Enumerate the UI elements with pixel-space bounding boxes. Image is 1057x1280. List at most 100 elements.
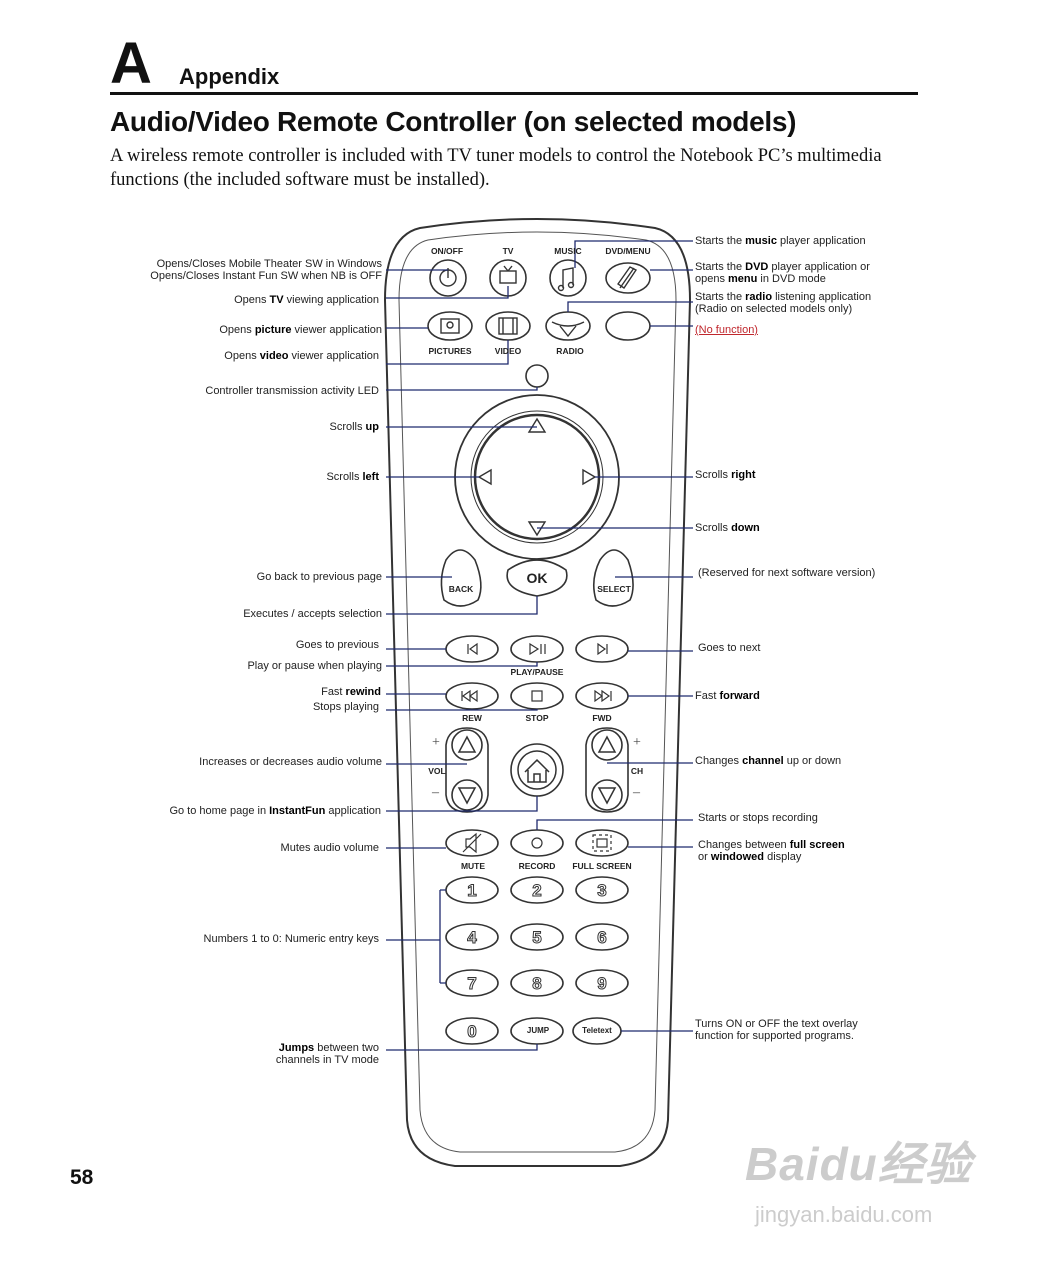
annot-teletext-1: Turns ON or OFF the text overlay [695,1018,858,1030]
num-9-glyph: 9 [597,974,606,993]
annot-right: Scrolls right [695,469,756,481]
annot-play: Play or pause when playing [247,660,382,672]
annot-video: Opens video viewer application [224,350,379,362]
annot-numbers: Numbers 1 to 0: Numeric entry keys [203,933,379,945]
annot-teletext-2: function for supported programs. [695,1030,854,1042]
vol-down-button [451,779,483,811]
annot-left: Scrolls left [326,471,379,483]
annot-rew: Fast rewind [321,686,381,698]
watermark-brand: Baidu经验 [745,1138,972,1190]
record-label: RECORD [518,861,556,871]
annot-select: (Reserved for next software version) [698,567,876,579]
num-1-glyph: 1 [467,881,476,900]
ch-down-button [591,779,623,811]
annot-dvd-2: opens menu in DVD mode [695,273,826,285]
num-2-glyph: 2 [532,881,541,900]
vol-minus-sign: – [432,785,439,800]
annot-onoff-2: Opens/Closes Instant Fun SW when NB is O… [150,270,382,282]
back-button [440,549,482,607]
activity-led [525,364,549,388]
annot-onoff-1: Opens/Closes Mobile Theater SW in Window… [156,258,382,270]
page-title: Audio/Video Remote Controller (on select… [110,106,797,137]
annot-up: Scrolls up [329,421,379,433]
onoff-label: ON/OFF [430,246,464,256]
annot-tv: Opens TV viewing application [234,294,379,306]
play-pause-label: PLAY/PAUSE [510,667,564,677]
vol-label: VOL [428,766,446,776]
annot-record: Starts or stops recording [698,812,818,824]
annot-stop: Stops playing [312,701,379,713]
appendix-letter: A [110,31,152,96]
num-key-8 [510,969,564,997]
annot-down: Scrolls down [695,522,760,534]
annot-no-function: (No function) [695,324,758,336]
full-screen-label: FULL SCREEN [572,861,632,871]
annot-dvd-1: Starts the DVD player application or [695,261,870,273]
vol-plus-sign: + [432,735,440,750]
num-4-glyph: 4 [467,928,477,947]
tv-label: TV [502,246,514,256]
watermark: Baidu经验 jingyan.baidu.com [745,1128,972,1227]
radio-label: RADIO [556,346,584,356]
annot-jump-1: Jumps between two [278,1042,379,1054]
pictures-label: PICTURES [428,346,472,356]
num-key-6 [575,923,629,951]
select-label: SELECT [597,584,631,594]
section-title: Appendix [179,64,280,89]
back-label: BACK [448,584,474,594]
annot-ok: Executes / accepts selection [243,608,382,620]
annot-fwd: Fast forward [695,690,760,702]
page-number: 58 [70,1166,94,1189]
ok-label: OK [526,570,548,586]
prev-button [445,635,499,663]
num-key-2 [510,876,564,904]
annot-full-2: or windowed display [698,851,802,863]
leader-lines [386,240,693,1051]
pictures-button [427,311,473,341]
mute-label: MUTE [460,861,486,871]
num-key-3 [575,876,629,904]
dvd-menu-button [605,262,651,294]
num-3-glyph: 3 [597,881,606,900]
full-screen-button [575,829,629,857]
home-button [510,743,564,797]
annot-ch: Changes channel up or down [695,755,842,767]
ch-up-button [591,729,623,761]
record-button [510,829,564,857]
teletext-label: Teletext [582,1026,612,1035]
num-0-glyph: 0 [467,1022,476,1041]
dvd-menu-label: DVD/MENU [605,246,651,256]
ok-button [506,559,568,597]
nofunction-button [605,311,651,341]
select-button [592,549,634,607]
num-6-glyph: 6 [597,928,606,947]
watermark-url: jingyan.baidu.com [755,1202,933,1227]
nav-up-arrow [527,417,547,433]
nav-pad-center [473,413,601,541]
num-5-glyph: 5 [532,928,541,947]
annot-next: Goes to next [698,642,761,654]
num-8-glyph: 8 [532,974,541,993]
stop-label: STOP [525,713,549,723]
ch-plus-sign: + [633,735,641,750]
nav-right-arrow [582,468,597,486]
num-7-glyph: 7 [467,974,476,993]
remote-inner-outline [398,231,677,1153]
intro-paragraph: A wireless remote controller is included… [110,146,882,190]
num-key-0 [445,1017,499,1045]
video-button [485,311,531,341]
annot-prev: Goes to previous [295,639,379,651]
rew-button [445,682,499,710]
nav-left-arrow [477,468,492,486]
annot-full-1: Changes between full screen [698,839,845,851]
annot-jump-2: channels in TV mode [275,1054,379,1066]
vol-up-button [451,729,483,761]
num-key-5 [510,923,564,951]
num-key-9 [575,969,629,997]
annot-led: Controller transmission activity LED [205,385,379,397]
stop-button [510,682,564,710]
next-button [575,635,629,663]
annot-picture: Opens picture viewer application [219,324,382,336]
annot-back: Go back to previous page [256,571,382,583]
